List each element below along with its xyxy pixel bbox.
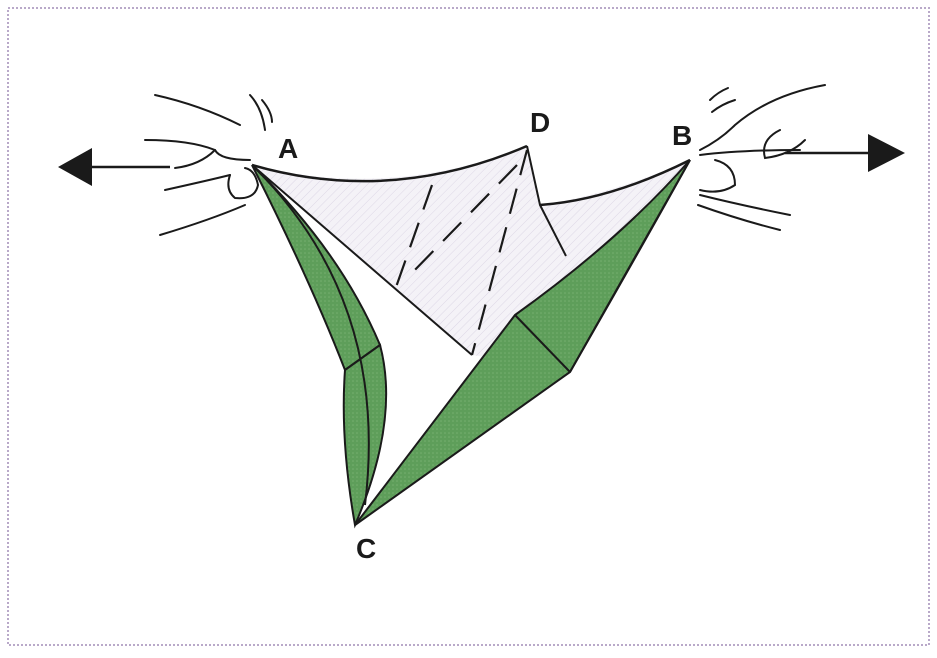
label-point-a: A <box>278 133 298 164</box>
right-hand-icon <box>698 85 825 230</box>
label-point-d: D <box>530 107 550 138</box>
arrow-left-icon <box>58 148 170 186</box>
arrow-right-icon <box>785 134 905 172</box>
label-point-b: B <box>672 120 692 151</box>
label-point-c: C <box>356 533 376 564</box>
